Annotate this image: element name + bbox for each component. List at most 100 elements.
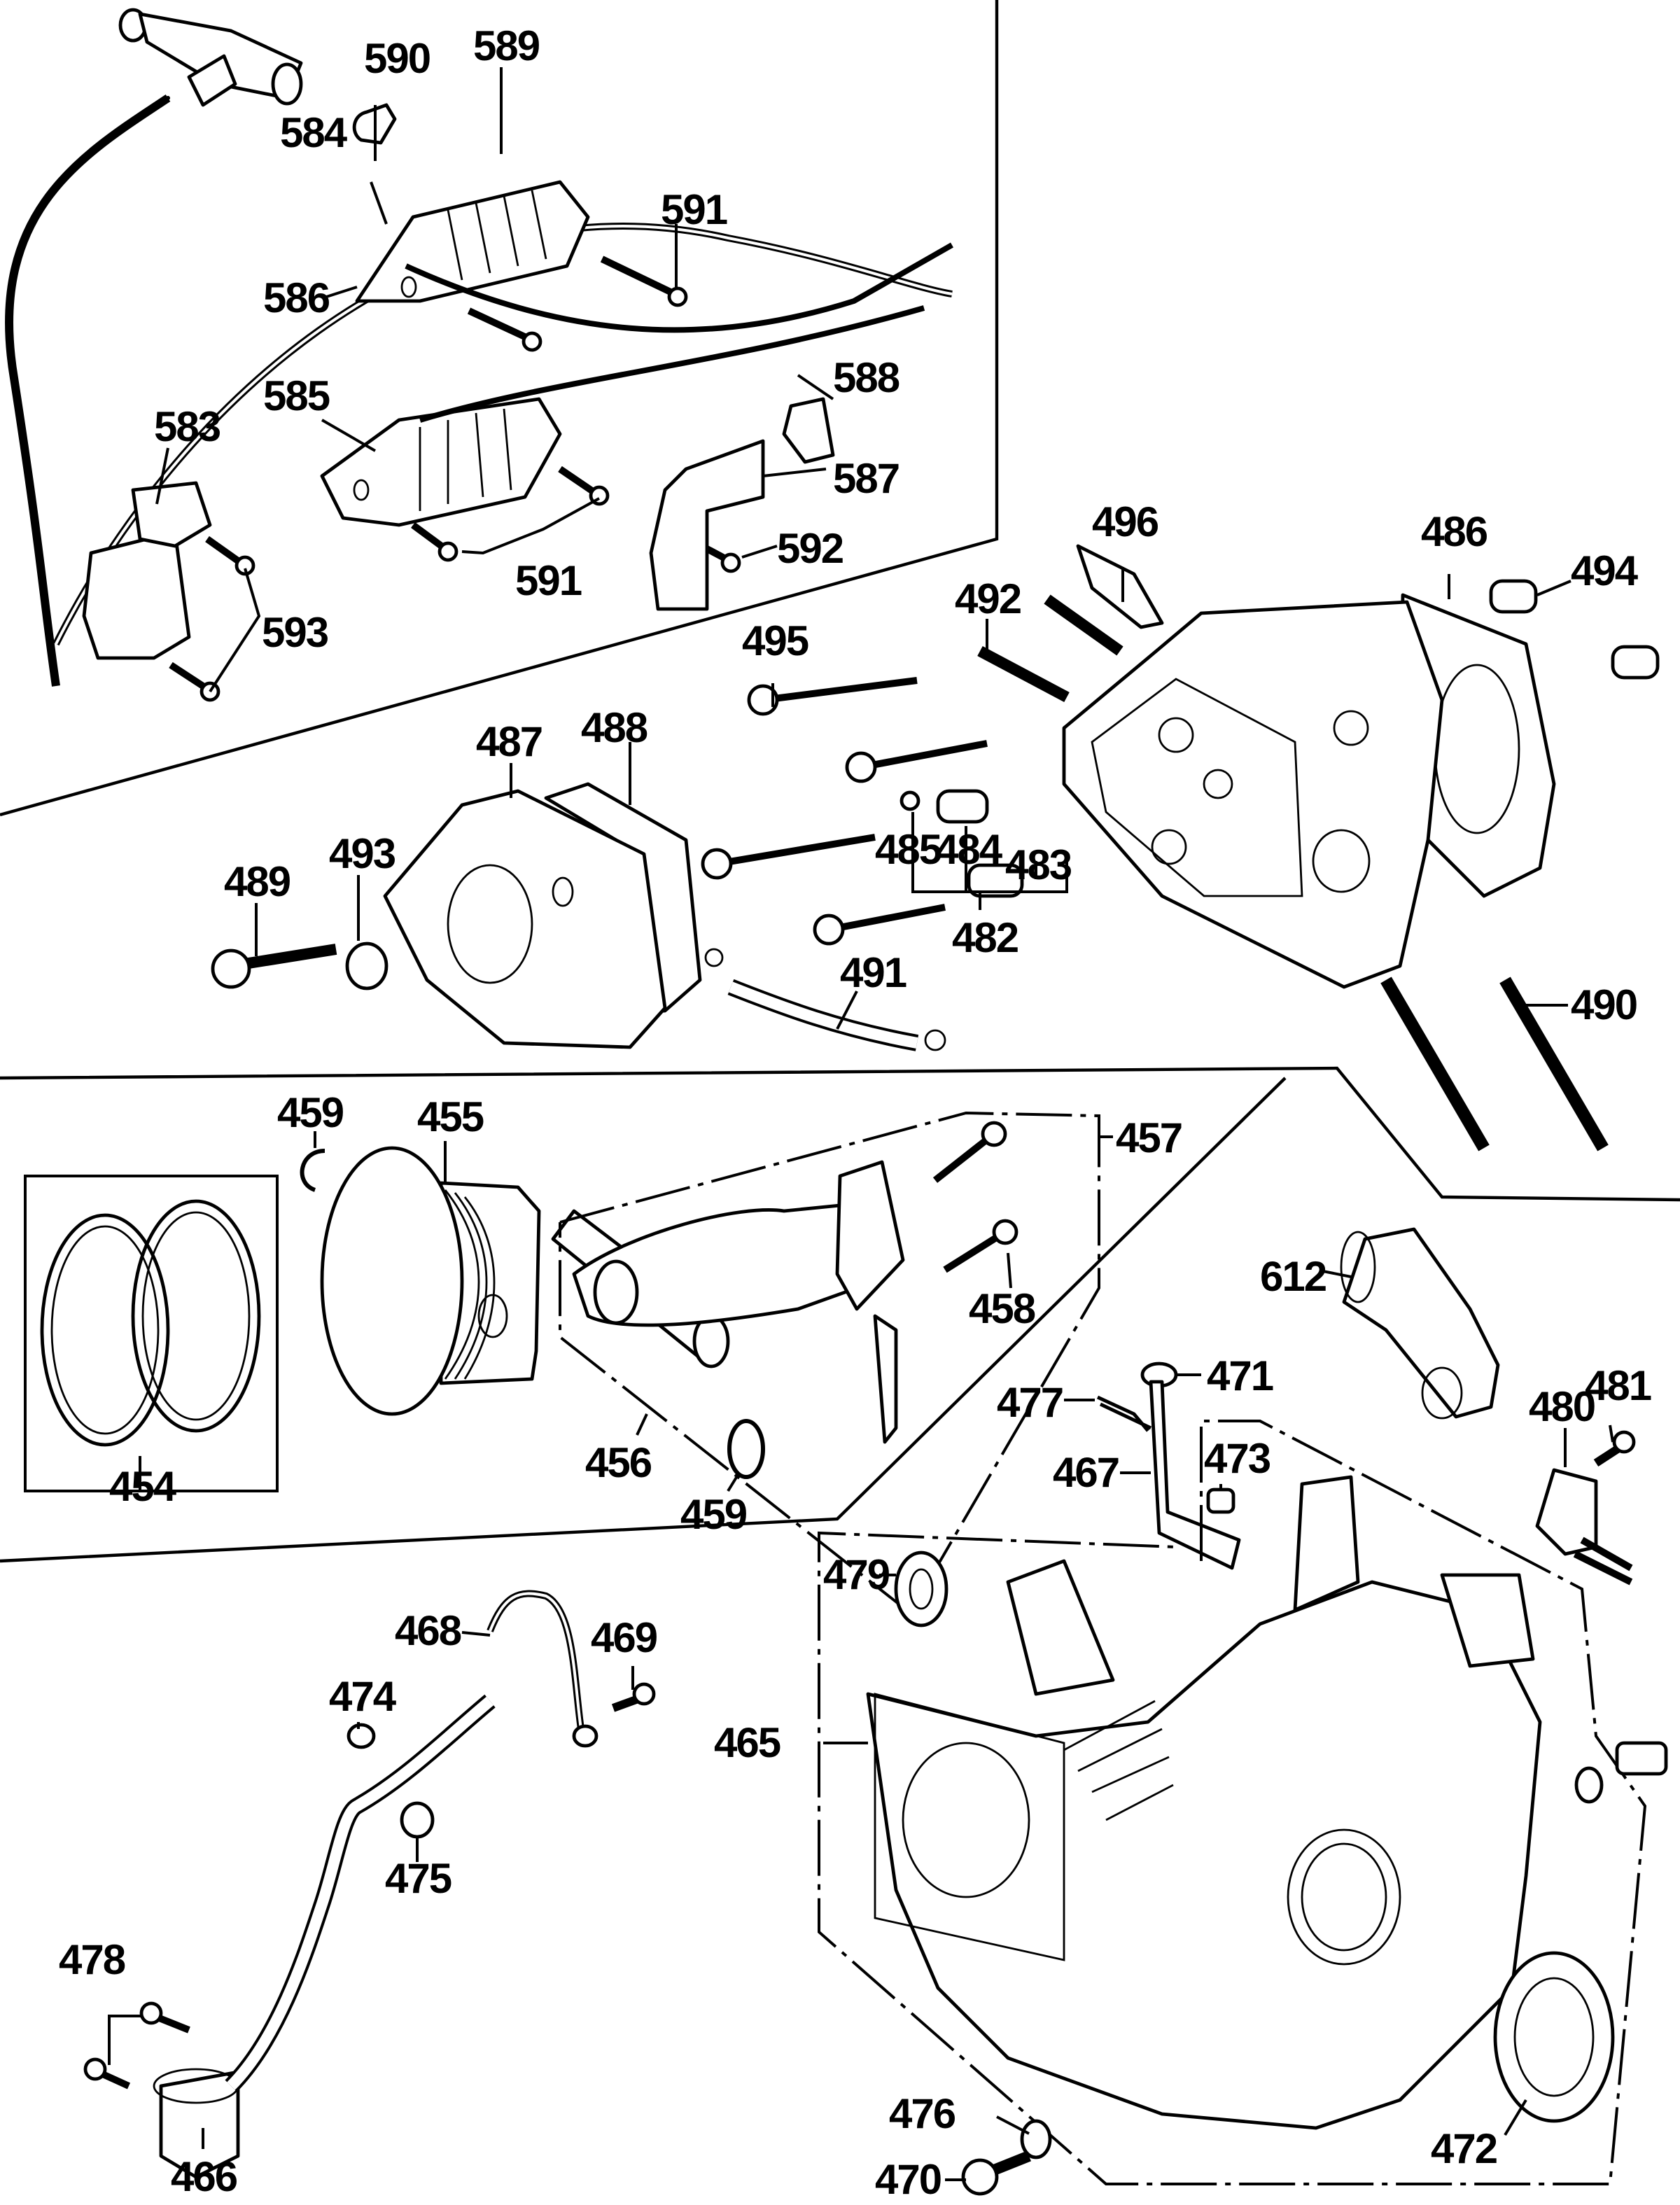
part-454-ring-set-box[interactable] — [24, 1175, 279, 1492]
crankcase-leaders — [108, 1270, 1614, 2181]
label-477[interactable]: 477 — [997, 1379, 1064, 1426]
head-bolts-495 — [701, 677, 988, 946]
part-492-stud[interactable] — [977, 645, 1070, 703]
label-591[interactable]: 591 — [515, 557, 583, 604]
label-488[interactable]: 488 — [581, 704, 649, 751]
label-455[interactable]: 455 — [417, 1093, 485, 1140]
part-494-dowel[interactable] — [1489, 579, 1538, 614]
label-478[interactable]: 478 — [59, 1936, 127, 1983]
part-484-valve-guide[interactable] — [936, 789, 989, 824]
label-583[interactable]: 583 — [154, 403, 222, 450]
label-589[interactable]: 589 — [473, 22, 541, 69]
label-485[interactable]: 485 — [875, 826, 943, 873]
label-592[interactable]: 592 — [777, 525, 844, 572]
part-487-valve-cover[interactable] — [383, 789, 667, 1049]
piston-leaders — [139, 1131, 1113, 1492]
part-584-spark-plug-cap[interactable] — [118, 8, 303, 107]
label-475[interactable]: 475 — [385, 1855, 453, 1902]
label-585[interactable]: 585 — [263, 372, 331, 419]
part-494-dowel[interactable] — [1611, 645, 1660, 680]
label-490[interactable]: 490 — [1571, 981, 1638, 1028]
label-494[interactable]: 494 — [1571, 547, 1640, 594]
part-586-charge-coil[interactable] — [355, 180, 590, 303]
divider-piston — [0, 1077, 1287, 1563]
label-479[interactable]: 479 — [823, 1551, 891, 1598]
label-474[interactable]: 474 — [329, 1673, 398, 1720]
label-459[interactable]: 459 — [680, 1491, 748, 1538]
label-587[interactable]: 587 — [833, 455, 900, 502]
label-472[interactable]: 472 — [1431, 2125, 1498, 2172]
divider-head — [0, 1066, 1680, 1202]
washer-right — [1574, 1766, 1604, 1804]
part-457-connecting-rod[interactable] — [572, 1160, 905, 1444]
label-473[interactable]: 473 — [1204, 1435, 1272, 1482]
part-472-oil-seal[interactable] — [1493, 1951, 1615, 2123]
part-467-dipstick-rod[interactable] — [1149, 1380, 1241, 1570]
part-457-rod-box — [559, 1111, 1100, 1615]
label-459[interactable]: 459 — [277, 1089, 345, 1136]
part-493-washer[interactable] — [345, 941, 388, 990]
label-484[interactable]: 484 — [935, 826, 1004, 873]
label-470[interactable]: 470 — [875, 2156, 942, 2203]
part-496-spark-plug[interactable] — [1076, 544, 1164, 629]
part-490-stud[interactable] — [1380, 976, 1490, 1152]
callout-labels: 584 590 589 591 586 585 588 587 583 592 … — [59, 22, 1653, 2203]
label-586[interactable]: 586 — [263, 274, 331, 321]
part-588-clip[interactable] — [782, 397, 835, 464]
part-612-starter-motor[interactable] — [1340, 1227, 1500, 1420]
part-459-clip[interactable] — [727, 1419, 765, 1479]
label-588[interactable]: 588 — [833, 354, 901, 401]
part-476-washer[interactable] — [1020, 2119, 1052, 2160]
part-483-valve-guide[interactable] — [967, 863, 1024, 898]
label-486[interactable]: 486 — [1421, 508, 1489, 555]
part-475-nut[interactable] — [400, 1801, 435, 1839]
label-468[interactable]: 468 — [395, 1607, 463, 1654]
label-483[interactable]: 483 — [1005, 841, 1073, 888]
label-584[interactable]: 584 — [280, 109, 349, 156]
label-487[interactable]: 487 — [476, 718, 543, 765]
part-587-bracket[interactable] — [649, 439, 765, 611]
part-490-stud[interactable] — [1499, 976, 1609, 1152]
label-456[interactable]: 456 — [585, 1439, 653, 1486]
label-493[interactable]: 493 — [329, 830, 397, 877]
label-482[interactable]: 482 — [952, 914, 1019, 961]
label-590[interactable]: 590 — [364, 35, 431, 82]
part-455-piston[interactable] — [320, 1146, 541, 1416]
label-489[interactable]: 489 — [224, 858, 292, 905]
label-458[interactable]: 458 — [969, 1285, 1037, 1332]
label-496[interactable]: 496 — [1092, 498, 1160, 545]
part-459-clip[interactable] — [300, 1149, 326, 1192]
label-481[interactable]: 481 — [1585, 1362, 1653, 1409]
label-495[interactable]: 495 — [742, 617, 810, 664]
label-591[interactable]: 591 — [661, 186, 729, 233]
label-454[interactable]: 454 — [109, 1463, 178, 1510]
part-480-oil-sensor[interactable] — [1535, 1468, 1633, 1586]
label-480[interactable]: 480 — [1529, 1383, 1596, 1430]
part-482-cylinder-head[interactable] — [1062, 600, 1444, 989]
label-465[interactable]: 465 — [714, 1719, 782, 1766]
label-471[interactable]: 471 — [1207, 1352, 1275, 1399]
label-467[interactable]: 467 — [1053, 1449, 1120, 1496]
ignition-section — [5, 8, 953, 702]
part-465-crankcase[interactable] — [866, 1475, 1542, 2130]
part-468-wire[interactable] — [486, 1590, 584, 1730]
label-593[interactable]: 593 — [262, 609, 330, 656]
part-479-bearing[interactable] — [894, 1550, 948, 1628]
label-476[interactable]: 476 — [889, 2090, 957, 2137]
label-492[interactable]: 492 — [955, 575, 1022, 622]
label-469[interactable]: 469 — [591, 1614, 659, 1661]
part-492-stud[interactable] — [1044, 594, 1124, 656]
part-585-charge-coil[interactable] — [320, 397, 562, 527]
part-583-ignition-coil[interactable] — [82, 481, 212, 660]
part-477-clip[interactable] — [1096, 1395, 1152, 1432]
crankcase-section — [83, 1227, 1668, 2196]
part-485-clip[interactable] — [899, 790, 920, 811]
label-612[interactable]: 612 — [1260, 1253, 1327, 1300]
label-457[interactable]: 457 — [1116, 1114, 1183, 1161]
label-466[interactable]: 466 — [171, 2153, 239, 2200]
part-473-nut[interactable] — [1206, 1488, 1236, 1514]
part-474-washer[interactable] — [346, 1723, 376, 1749]
part-473-box — [818, 1420, 1647, 2185]
label-491[interactable]: 491 — [840, 949, 908, 996]
bolt-right — [1615, 1741, 1668, 1776]
